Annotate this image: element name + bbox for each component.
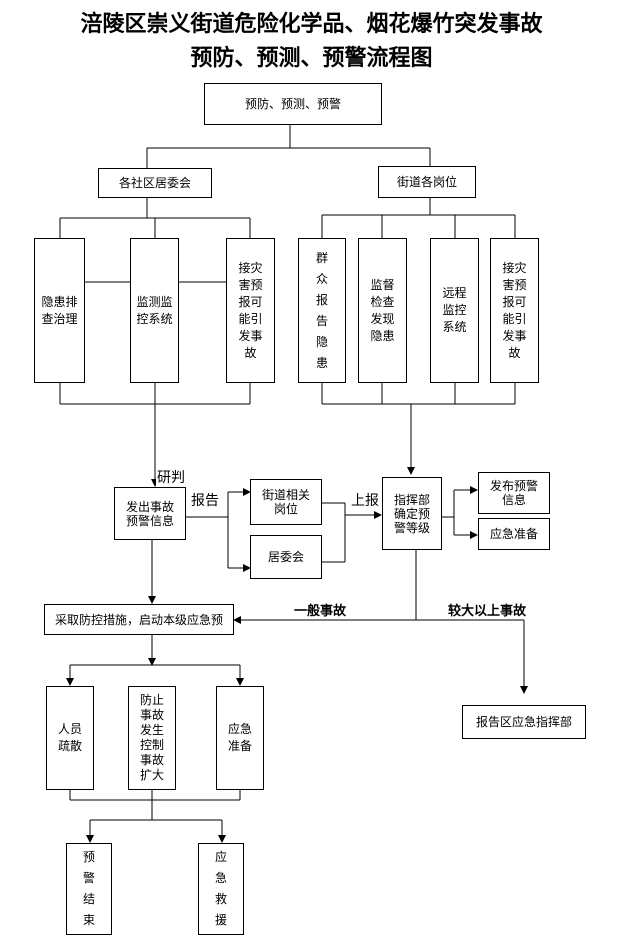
node-hidden-danger-text: 隐患排查治理 (41, 294, 78, 326)
node-emergency-prepare-2: 应急准备 (216, 686, 264, 790)
node-evacuate-text: 人员疏散 (57, 722, 82, 753)
node-supervision: 监督检查发现隐患 (358, 238, 407, 383)
diagram-title-line1: 涪陵区崇义街道危险化学品、烟花爆竹突发事故 (80, 12, 543, 37)
edge-label-report-up: 上报 (350, 490, 380, 510)
node-monitor-system-1: 监测监控系统 (130, 238, 179, 383)
node-street-posts: 街道各岗位 (378, 166, 476, 198)
node-warning-end: 预警结束 (66, 843, 112, 935)
node-disaster-report-2-text: 接灾害预报可能引发事故 (502, 260, 527, 360)
node-command-center: 指挥部 确定预 警等级 (382, 477, 442, 550)
node-public-report: 群众报告隐患 (298, 238, 346, 383)
node-prevent-expand-text: 防止事故发生控制事故扩大 (139, 693, 164, 782)
node-monitor-system-1-text: 监测监控系统 (136, 294, 173, 326)
node-emergency-prepare-1: 应急准备 (478, 518, 550, 550)
node-publish-warning: 发布预警 信息 (478, 472, 550, 514)
node-report-district: 报告区应急指挥部 (462, 705, 586, 739)
node-emergency-rescue: 应急救援 (198, 843, 244, 935)
edge-label-major-accident: 较大以上事故 (448, 604, 527, 619)
node-issue-warning: 发出事故 预警信息 (114, 487, 186, 540)
node-emergency-prepare-2-text: 应急准备 (227, 722, 252, 753)
edge-label-general-accident: 一般事故 (294, 604, 347, 619)
node-hidden-danger: 隐患排查治理 (34, 238, 85, 383)
node-disaster-report-1-text: 接灾害预报可能引发事故 (238, 260, 263, 360)
node-disaster-report-2: 接灾害预报可能引发事故 (490, 238, 539, 383)
node-take-measures: 采取防控措施，启动本级应急预 (44, 604, 234, 635)
edge-label-report: 报告 (190, 490, 220, 510)
node-street-related-posts: 街道相关 岗位 (250, 479, 322, 525)
node-warning-end-text: 预警结束 (82, 850, 95, 927)
edge-label-research: 研判 (156, 467, 186, 487)
node-remote-monitor-text: 远程监控系统 (442, 286, 467, 334)
node-prevent-expand: 防止事故发生控制事故扩大 (128, 686, 176, 790)
node-neighborhood-committee: 居委会 (250, 535, 322, 579)
node-public-report-text: 群众报告隐患 (315, 250, 328, 370)
node-evacuate: 人员疏散 (46, 686, 94, 790)
node-disaster-report-1: 接灾害预报可能引发事故 (226, 238, 275, 383)
diagram-title-line2: 预防、预测、预警流程图 (190, 46, 433, 71)
node-root: 预防、预测、预警 (204, 83, 382, 125)
node-emergency-rescue-text: 应急救援 (214, 850, 227, 927)
node-remote-monitor: 远程监控系统 (430, 238, 479, 383)
node-supervision-text: 监督检查发现隐患 (370, 277, 395, 343)
node-community: 各社区居委会 (98, 168, 212, 198)
